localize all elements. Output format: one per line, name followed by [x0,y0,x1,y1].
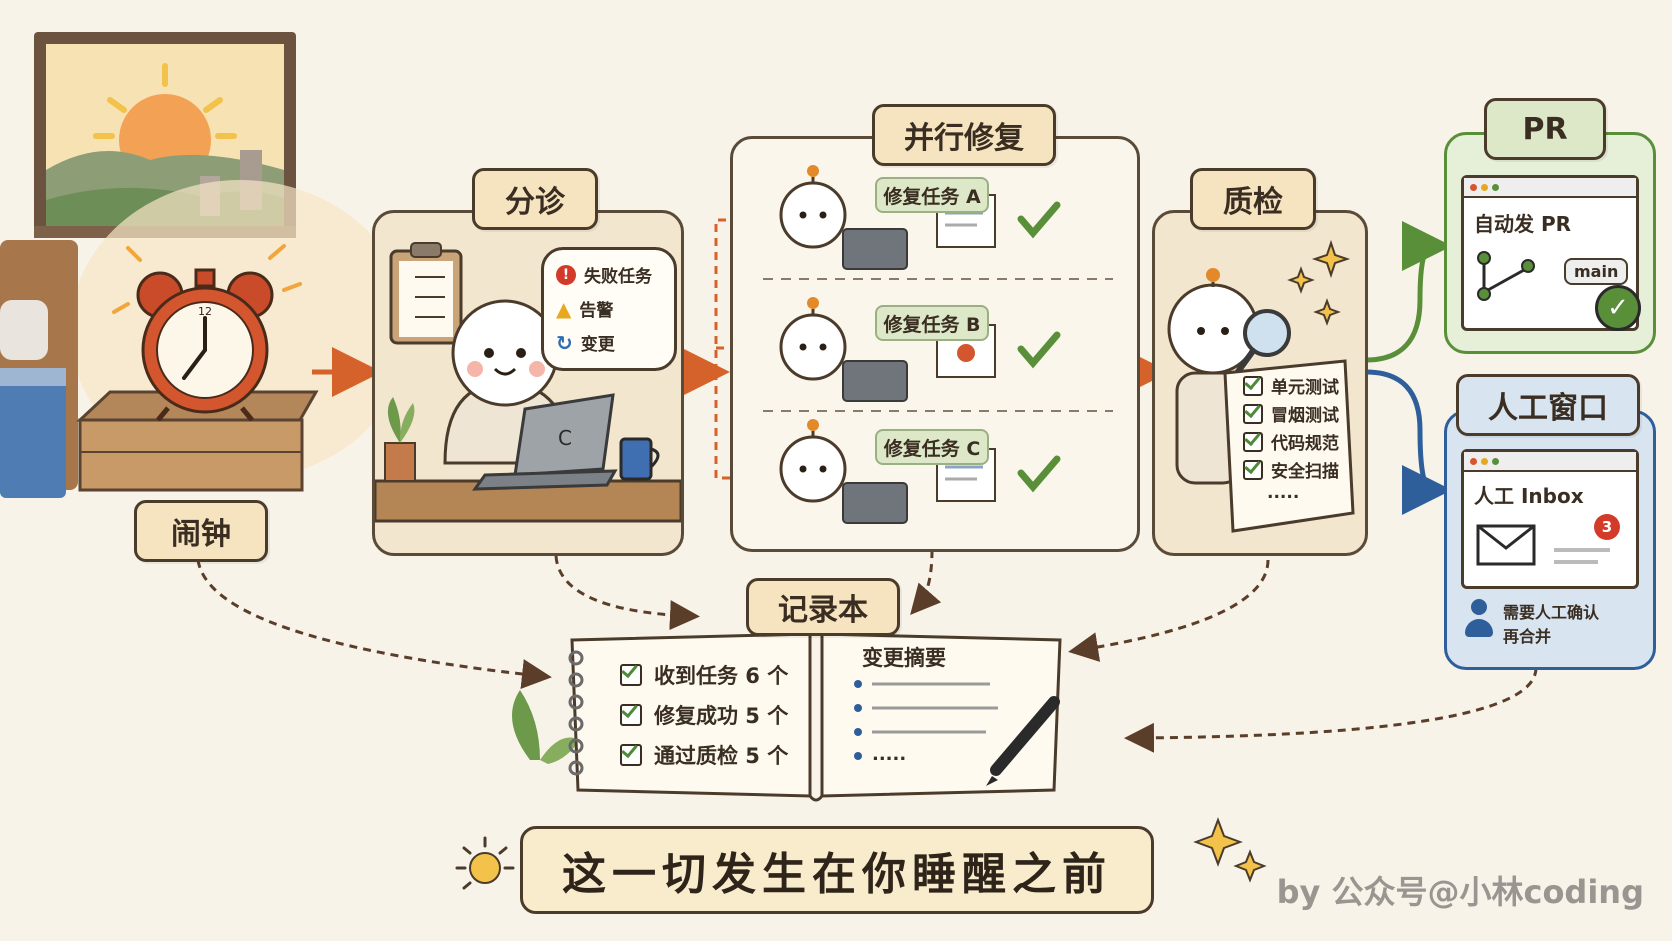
qa-text-smoke: 冒烟测试 [1271,406,1339,426]
manual-note-line1: 需要人工确认 [1503,603,1600,622]
notebook-text-fixed: 修复成功 5 个 [654,704,789,728]
bed-illustration [0,240,78,498]
stage-label-qa: 质检 [1190,168,1316,230]
refresh-icon: ↻ [556,330,573,355]
qa-item-unit: 单元测试 [1243,373,1339,398]
notebook-text-passed: 通过质检 5 个 [654,744,789,768]
sparkle-icon [1193,817,1267,883]
qa-item-security: 安全扫描 [1243,457,1339,482]
plant-icon [384,397,416,482]
qa-item-smoke: 冒烟测试 [1243,401,1339,426]
checkmark-a-icon [1017,201,1061,239]
sun-icon [455,836,515,890]
qa-panel: 单元测试 冒烟测试 代码规范 安全扫描 ..... [1152,210,1368,556]
fix-task-b: 修复任务 B [875,305,989,341]
clock-number: 12 [198,305,212,318]
success-check-icon: ✓ [1595,285,1641,331]
watermark: by 公众号@小林coding [1276,873,1644,911]
notebook-text-received: 收到任务 6 个 [654,664,789,688]
checkbox-icon [1243,375,1263,396]
triage-speech-bubble: ! 失败任务 ▲ 告警 ↻ 变更 [541,247,677,371]
checkbox-icon [1243,403,1263,424]
parallel-fix-panel: 修复任务 A 修复任务 B 修复任务 C [730,136,1140,552]
dash-qa-to-notebook [1068,559,1270,662]
fix-robot-b [779,297,908,402]
notebook: 收到任务 6 个 修复成功 5 个 通过质检 5 个 变更摘要 ..... [566,620,1066,804]
inbox-count-badge: 3 [1594,514,1620,540]
arrow-qa-to-manual [1365,369,1452,515]
qa-item-lint: 代码规范 [1243,429,1339,454]
checkbox-icon [620,704,642,726]
laptop-icon: C [472,393,618,491]
bubble-item-failed: ! 失败任务 [556,262,652,287]
dash-triage-to-notebook [554,555,700,631]
pen-icon [986,696,1060,786]
bell-icon: ▲ [556,296,572,321]
manual-window-title: 人工 Inbox [1474,484,1584,508]
qa-text-unit: 单元测试 [1271,378,1339,398]
checkbox-icon [1243,459,1263,480]
qa-text-lint: 代码规范 [1271,434,1339,454]
bubble-text-change: 变更 [580,335,615,355]
bubble-text-alert: 告警 [579,301,614,321]
stage-label-notebook: 记录本 [746,578,900,636]
mug-icon [619,437,660,481]
manual-note-line2: 再合并 [1503,627,1552,646]
notebook-item-passed: 通过质检 5 个 [620,740,788,770]
branch-badge: main [1564,258,1629,285]
triage-panel: C ! 失败任务 ▲ 告警 ↻ 变更 [372,210,684,556]
stage-label-pr: PR [1484,98,1606,160]
pr-window-title: 自动发 PR [1474,212,1572,236]
bottom-title: 这一切发生在你睡醒之前 [520,826,1154,914]
qa-text-more: ..... [1267,483,1300,503]
dash-manual-to-notebook [1124,667,1538,753]
notebook-summary-more: ..... [872,744,907,765]
magnifier-icon [1234,309,1291,376]
manual-panel: 人工 Inbox 3 需要人工确认 再合并 [1444,410,1656,670]
pr-browser-window: 自动发 PR main [1461,175,1639,331]
browser-titlebar [1464,452,1636,472]
pr-panel: 自动发 PR main ✓ [1444,132,1656,354]
arrow-qa-to-pr [1365,221,1452,363]
bubble-item-change: ↻ 变更 [556,330,615,356]
notebook-summary-title: 变更摘要 [862,646,946,670]
qa-text-security: 安全扫描 [1271,462,1339,482]
manual-note: 需要人工确认 再合并 [1503,601,1599,649]
checkmark-c-icon [1017,455,1061,493]
triage-scene: C [375,242,681,523]
fix-task-a: 修复任务 A [875,177,989,213]
manual-browser-window: 人工 Inbox 3 [1461,449,1639,589]
git-branch-icon [1477,251,1535,301]
clipboard-icon [389,242,463,345]
envelope-icon [1476,524,1536,566]
browser-titlebar [1464,178,1636,198]
checkbox-icon [1243,431,1263,452]
stage-label-alarm: 闹钟 [134,500,268,562]
bubble-item-alert: ▲ 告警 [556,296,614,322]
fix-robot-a [779,165,908,270]
robot-inspector [1167,268,1259,485]
checkbox-icon [620,744,642,766]
stage-label-triage: 分诊 [472,168,598,230]
alarm-clock-icon: 12 [112,244,302,422]
notebook-item-received: 收到任务 6 个 [620,660,788,690]
user-icon [1465,599,1493,639]
dash-fix-to-notebook [910,549,942,616]
bubble-text-failed: 失败任务 [584,267,652,287]
stage-label-manual: 人工窗口 [1456,374,1640,436]
fix-task-c: 修复任务 C [875,429,989,465]
checkmark-b-icon [1017,331,1061,369]
laptop-letter: C [558,426,572,450]
notebook-item-fixed: 修复成功 5 个 [620,700,788,730]
stage-label-parallel-fix: 并行修复 [872,104,1056,166]
dash-alarm-to-notebook [196,559,552,689]
qa-item-more: ..... [1267,483,1299,503]
error-icon: ! [556,264,576,285]
sparkle-qa-icon [1287,239,1351,326]
fix-robot-c [779,419,908,524]
checkbox-icon [620,664,642,686]
nightstand-illustration [76,390,319,492]
